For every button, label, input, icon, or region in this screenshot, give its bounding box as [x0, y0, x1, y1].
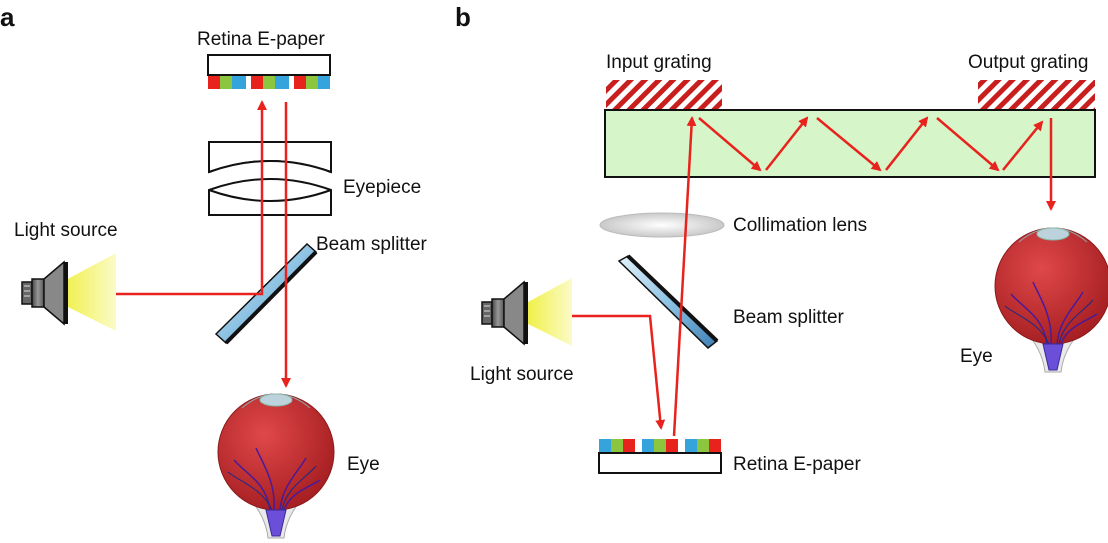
input-grating-label: Input grating — [606, 52, 712, 73]
retina-e-paper-a: Retina E-paper — [197, 29, 331, 89]
pixel-array-b — [599, 439, 721, 452]
panel-b: b Input grating Output grating Collimati… — [455, 2, 1108, 475]
eye-b — [994, 227, 1108, 373]
pixel-array-a — [208, 76, 330, 89]
eye-label-b: Eye — [960, 346, 993, 367]
panel-a: a Retina E-paper Eyepiece — [0, 2, 428, 539]
eyepiece-lens — [208, 141, 332, 216]
light-source-label-a: Light source — [14, 220, 118, 241]
retina-e-paper-label-b: Retina E-paper — [733, 454, 861, 475]
panel-b-letter: b — [455, 2, 471, 32]
collimation-lens-label: Collimation lens — [733, 215, 867, 236]
beam-splitter-label-a: Beam splitter — [316, 234, 428, 255]
waveguide — [604, 109, 1096, 178]
output-grating-label: Output grating — [968, 52, 1088, 73]
eyepiece-label: Eyepiece — [343, 177, 421, 198]
collimation-lens — [599, 212, 725, 238]
beam-splitter-b — [617, 254, 719, 349]
panel-a-letter: a — [0, 2, 15, 32]
light-source-label-b: Light source — [470, 364, 574, 385]
beam-splitter-a — [214, 242, 318, 345]
input-grating — [606, 80, 722, 110]
light-source-b — [481, 278, 572, 346]
eye-label-a: Eye — [347, 454, 380, 475]
light-source-a — [21, 253, 116, 331]
light-path-a — [116, 100, 291, 388]
retina-e-paper-label-a: Retina E-paper — [197, 29, 325, 50]
eye-a — [217, 393, 335, 539]
beam-splitter-label-b: Beam splitter — [733, 307, 845, 328]
light-path-b — [572, 116, 1056, 437]
retina-e-paper-b — [598, 439, 722, 474]
output-grating — [978, 80, 1095, 110]
